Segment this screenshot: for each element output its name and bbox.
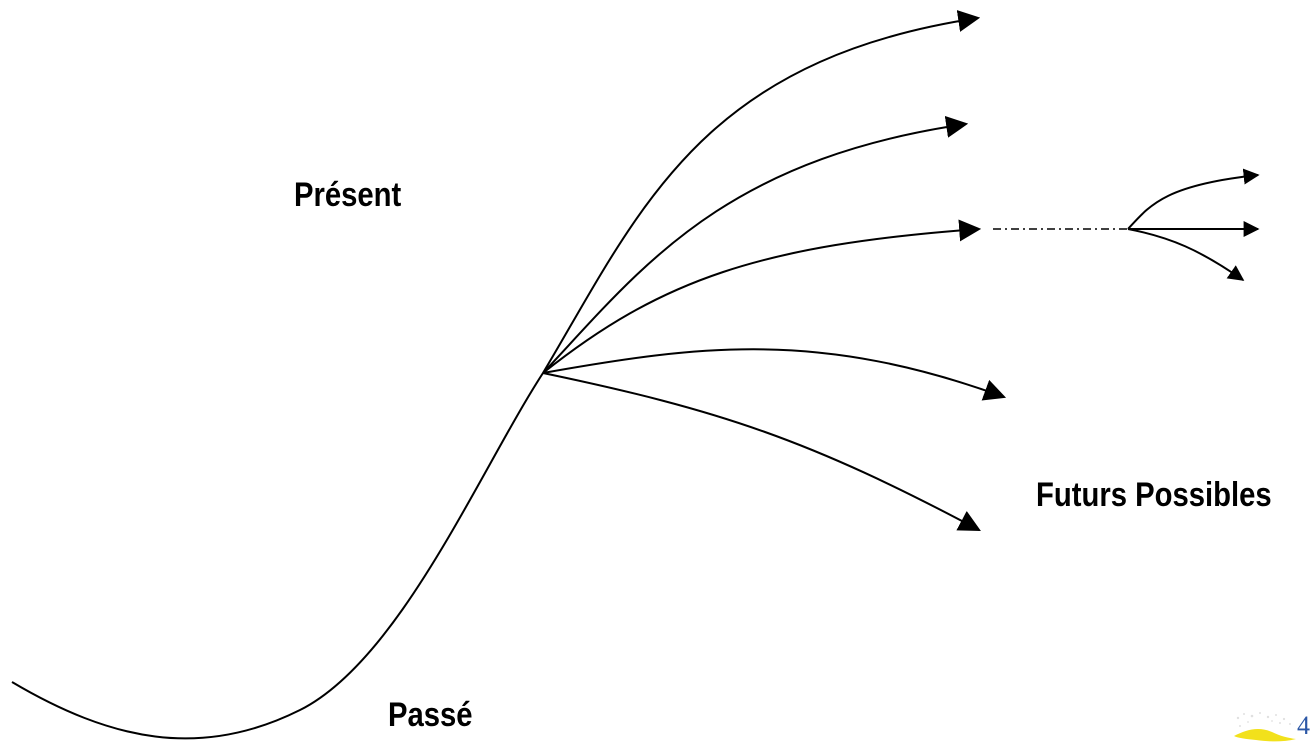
possible-futures-label: Futurs Possibles <box>1036 476 1272 514</box>
future-branch-1-arrow <box>542 10 981 374</box>
future-branch-4-arrow <box>542 348 1007 401</box>
sub-branch-upper-arrow <box>1127 168 1260 230</box>
past-label: Passé <box>388 696 473 734</box>
page-number: 4 <box>1297 711 1310 740</box>
present-label: Présent <box>294 176 402 214</box>
future-branch-2-arrow <box>542 115 969 374</box>
future-branch-5-arrow <box>542 372 981 532</box>
sub-branch-lower-arrow <box>1127 228 1245 281</box>
past-trajectory-line <box>11 372 544 740</box>
yellow-swoosh-logo-icon <box>1234 712 1296 742</box>
future-branch-3-arrow <box>542 219 982 374</box>
